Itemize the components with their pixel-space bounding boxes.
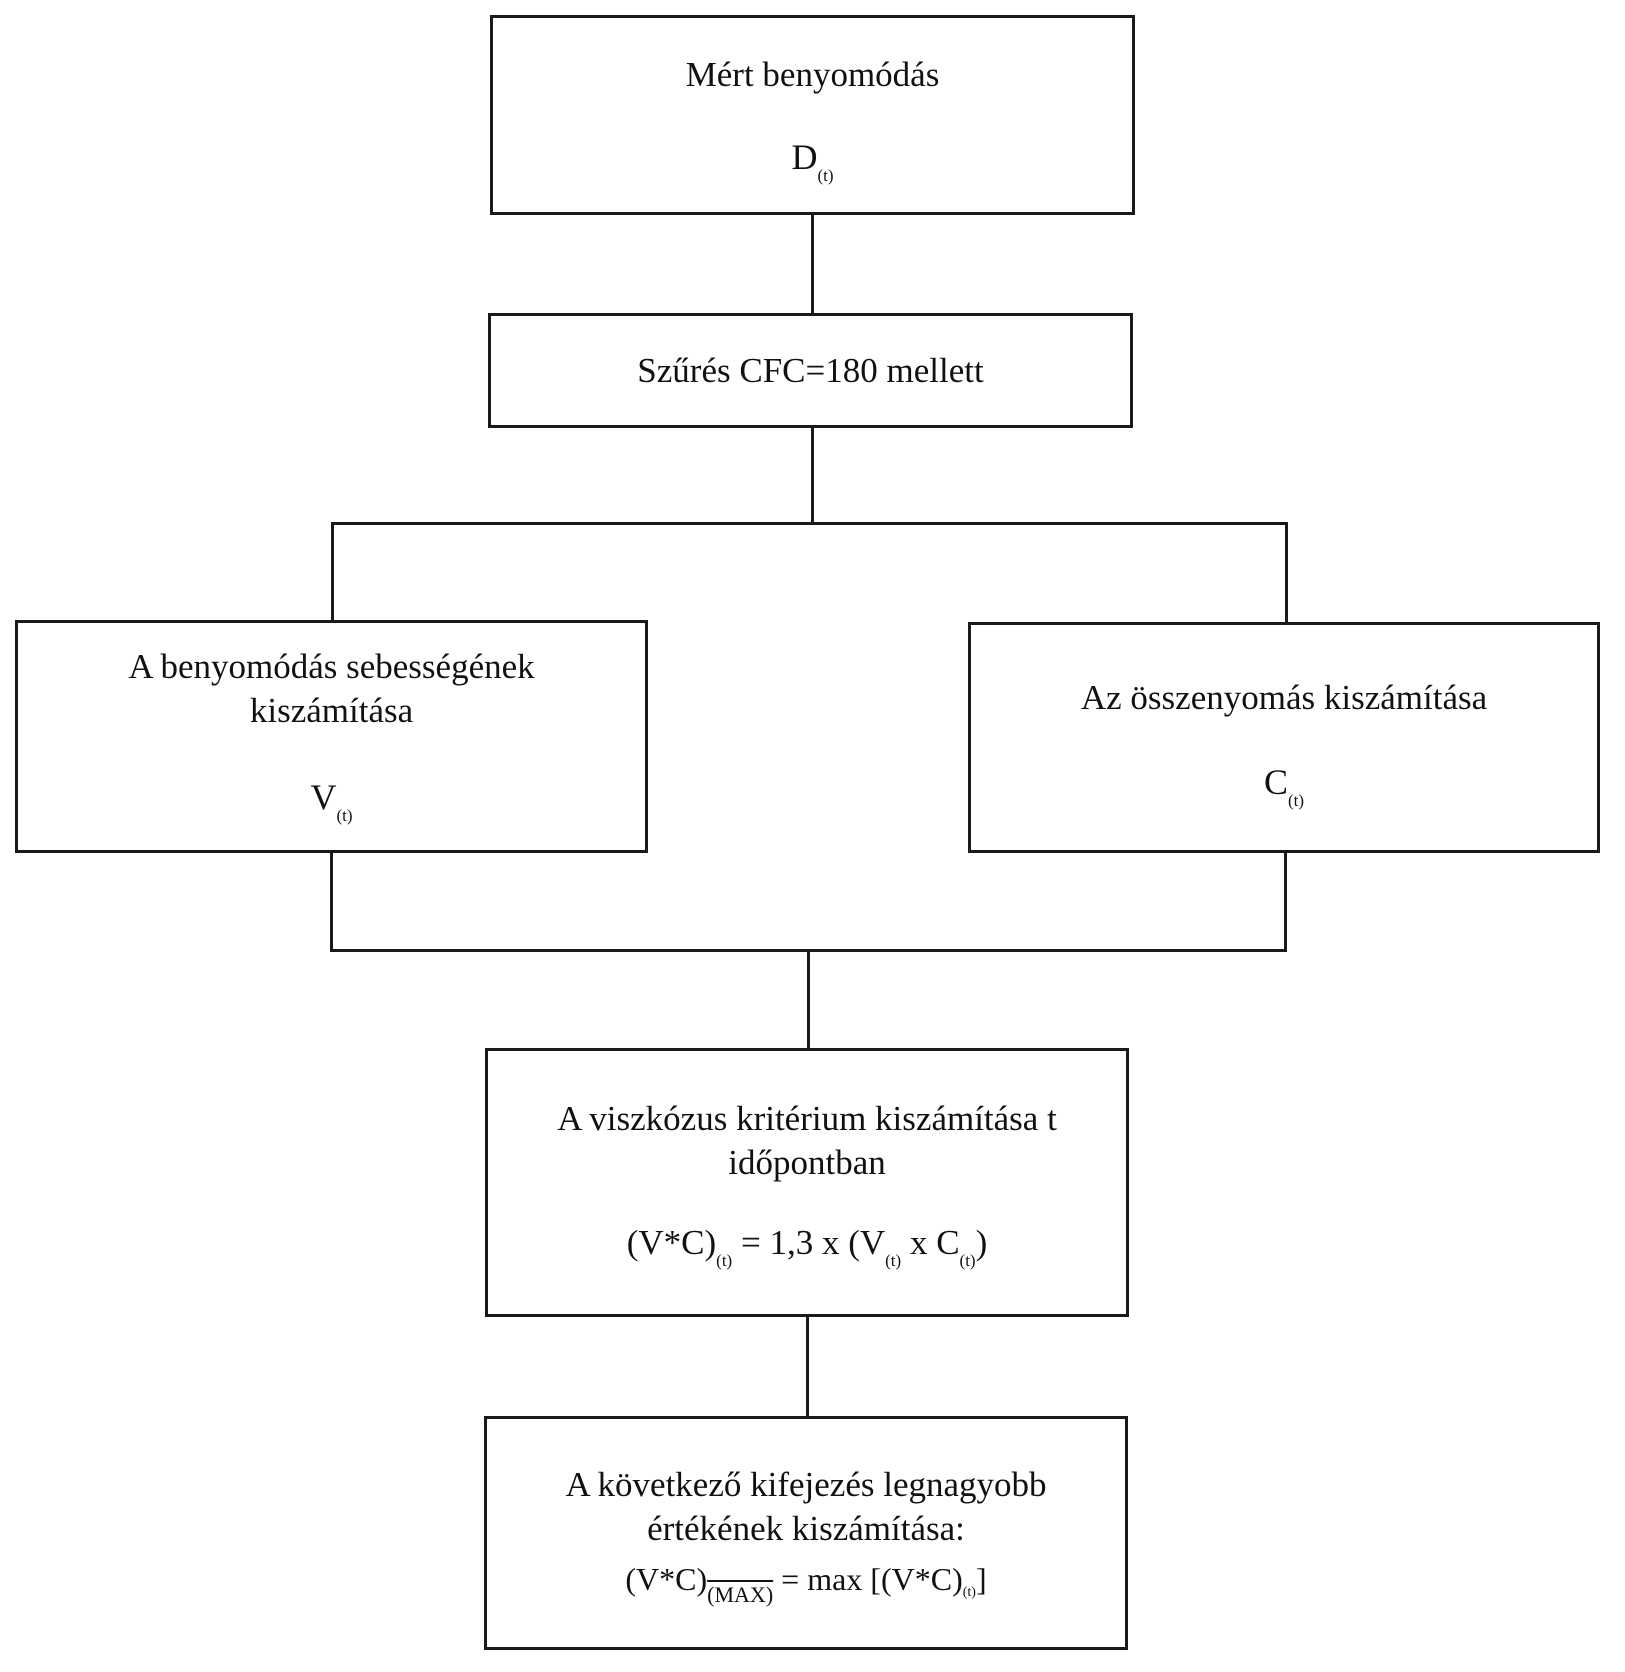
box-compression-title: Az összenyomás kiszámítása <box>1080 678 1488 717</box>
box-velocity-title-line2: kiszámítása <box>249 691 414 730</box>
formula-mid: = max [(V*C) <box>773 1561 963 1597</box>
symbol-c: C <box>1263 762 1288 802</box>
box-velocity-title-line1: A benyomódás sebességének <box>128 647 535 686</box>
box-filter: Szűrés CFC=180 mellett <box>488 313 1133 428</box>
connector-split-to-velocity <box>331 522 334 620</box>
box-velocity: A benyomódás sebességének kiszámítása V(… <box>15 620 648 853</box>
subscript-t: (t) <box>336 806 353 825</box>
box-compression: Az összenyomás kiszámítása C(t) <box>968 622 1600 853</box>
box-max-formula: (V*C)(MAX) = max [(V*C)(t)] <box>625 1557 986 1617</box>
box-compression-symbol-row: C(t) <box>1264 760 1304 823</box>
box-viscous-criterion: A viszkózus kritérium kiszámítása t időp… <box>485 1048 1129 1317</box>
formula-c-subscript: (t) <box>959 1251 976 1270</box>
box-viscous-formula: (V*C)(t) = 1,3 x (V(t) x C(t)) <box>627 1221 988 1283</box>
formula-lhs: (V*C) <box>626 1223 717 1262</box>
box-max-title-line1: A következő kifejezés legnagyobb <box>565 1465 1047 1504</box>
formula-t-subscript: (t) <box>962 1585 976 1600</box>
subscript-t: (t) <box>817 166 834 185</box>
split-horizontal-line <box>331 522 1288 525</box>
connector-velocity-to-merge <box>330 853 333 952</box>
formula-end: ] <box>975 1561 987 1597</box>
connector-viscous-to-max <box>806 1317 809 1416</box>
box-filter-title: Szűrés CFC=180 mellett <box>637 350 984 390</box>
box-viscous-title-line2: időpontban <box>728 1143 886 1182</box>
subscript-t: (t) <box>1287 791 1305 810</box>
formula-lhs-subscript: (t) <box>716 1251 733 1270</box>
box-measured-symbol-row: D(t) <box>791 135 833 198</box>
formula-lhs: (V*C) <box>625 1561 708 1597</box>
connector-compression-to-merge <box>1284 853 1287 952</box>
box-max-title-line2: értékének kiszámítása: <box>647 1509 965 1548</box>
box-measured-indentation: Mért benyomódás D(t) <box>490 15 1135 215</box>
connector-merge-to-viscous <box>807 949 810 1048</box>
box-measured-title: Mért benyomódás <box>685 55 940 94</box>
connector-measured-to-filter <box>811 215 814 313</box>
formula-max-subscript: (MAX) <box>707 1582 774 1607</box>
connector-filter-to-split <box>811 428 814 525</box>
box-velocity-symbol-row: V(t) <box>310 775 352 838</box>
symbol-d: D <box>791 137 818 177</box>
formula-x-c: x C <box>901 1223 960 1262</box>
formula-end: ) <box>975 1223 988 1262</box>
box-max-value: A következő kifejezés legnagyobb értékén… <box>484 1416 1128 1650</box>
symbol-v: V <box>310 777 337 817</box>
box-viscous-title-line1: A viszkózus kritérium kiszámítása t <box>557 1099 1057 1138</box>
connector-split-to-compression <box>1285 522 1288 622</box>
formula-mid: = 1,3 x (V <box>732 1223 886 1262</box>
formula-v-subscript: (t) <box>885 1251 902 1270</box>
